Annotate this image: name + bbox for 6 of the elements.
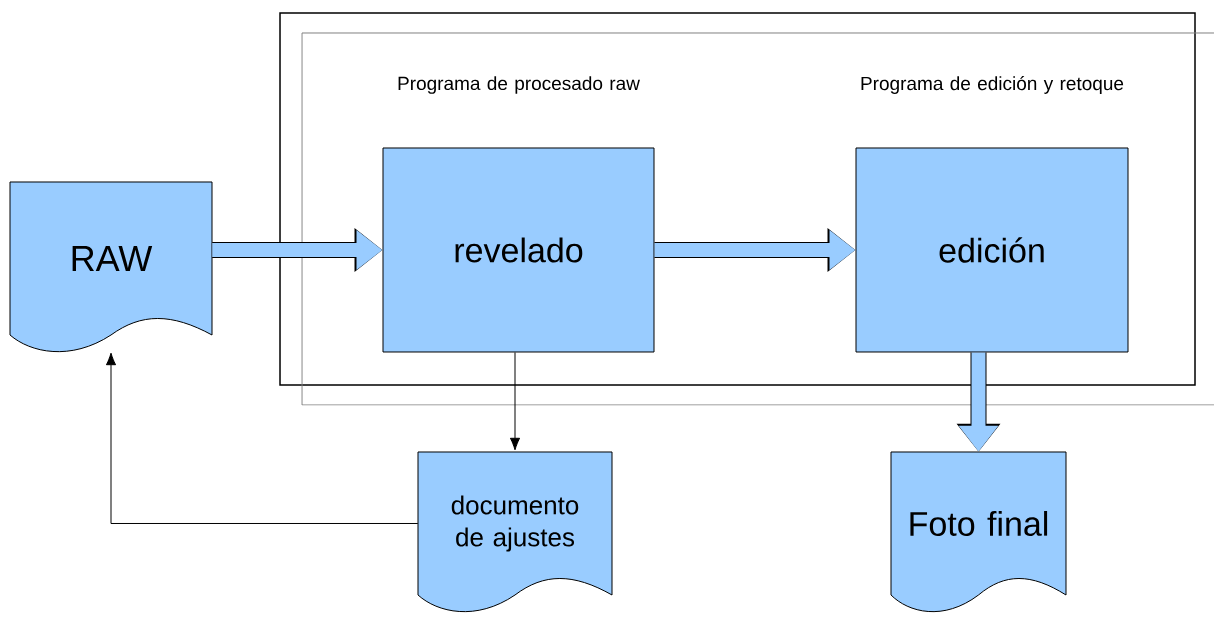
arrow — [105, 352, 419, 524]
process-box: revelado — [382, 147, 655, 353]
heading: Programa de edición y retoque — [861, 76, 1124, 94]
heading: Programa de procesado raw — [398, 76, 640, 94]
arrow — [509, 352, 521, 451]
process-box: edición — [855, 147, 1129, 353]
